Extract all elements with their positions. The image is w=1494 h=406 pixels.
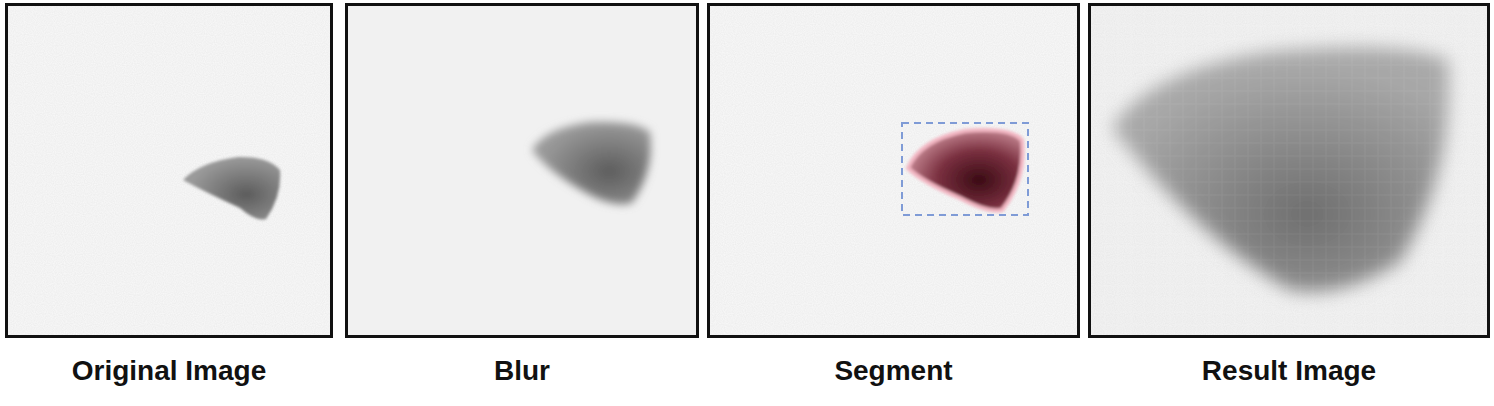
image-panel: Segment [707, 3, 1080, 338]
panel-label: Blur [494, 354, 550, 388]
panel-label: Result Image [1202, 354, 1376, 388]
image-panel: Blur [345, 3, 699, 338]
image-panel: Result Image [1088, 3, 1490, 338]
panel-label: Segment [834, 354, 952, 388]
image-panel: Original Image [5, 3, 333, 338]
panel-label: Original Image [72, 354, 267, 388]
